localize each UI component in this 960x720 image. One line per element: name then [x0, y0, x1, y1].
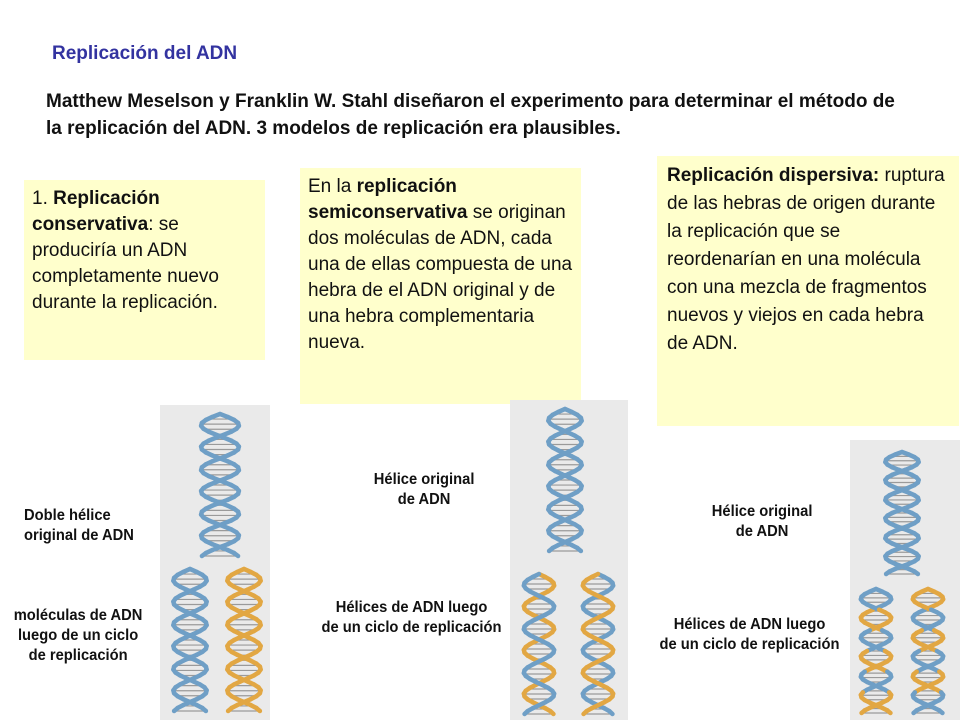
dispersive-text: ruptura de las hebras de origen durante …: [667, 165, 945, 354]
conservative-new-helix: [225, 566, 263, 714]
semiconservative-original-helix: [546, 406, 584, 554]
semiconservative-daughter-helix-1: [521, 571, 557, 717]
strand-b-segment: [546, 545, 555, 554]
semiconservative-model-box: En la replicación semiconservativa se or…: [300, 168, 581, 404]
semiconservative-text: se originan dos moléculas de ADN, cada u…: [308, 202, 573, 353]
strand-a-segment: [607, 708, 615, 717]
strand-a-segment: [912, 569, 921, 577]
conservative-after-caption: moléculas de ADN luego de un ciclo de re…: [13, 607, 143, 664]
strand-b-segment: [199, 550, 209, 559]
semiconservative-prefix: En la: [308, 176, 357, 197]
semiconservative-after-caption: Hélices de ADN luego de un ciclo de repl…: [321, 599, 502, 636]
strand-a-segment: [548, 708, 556, 717]
dispersive-original-caption: Hélice original de ADN: [711, 503, 813, 540]
strand-b-segment: [859, 708, 867, 716]
dispersive-daughter-helix-2: [910, 586, 946, 716]
conservative-term: Replicación conservativa: [32, 188, 160, 235]
strand-b-segment: [171, 705, 180, 714]
dispersive-after-caption: Hélices de ADN luego de un ciclo de repl…: [659, 616, 840, 653]
strand-a-segment: [200, 705, 209, 714]
semiconservative-term: replicación semiconservativa: [308, 176, 468, 223]
conservative-text: : se produciría un ADN completamente nue…: [32, 214, 219, 313]
dispersive-term: Replicación dispersiva:: [667, 165, 880, 186]
dispersive-model-box: Replicación dispersiva: ruptura de las h…: [657, 156, 959, 426]
strand-b-segment: [581, 708, 589, 717]
intro-paragraph: Matthew Meselson y Franklin W. Stahl dis…: [46, 91, 895, 139]
strand-a-segment: [575, 545, 584, 554]
strand-a-segment: [254, 705, 263, 714]
conservative-original-caption: Doble hélice original de ADN: [24, 507, 134, 544]
strand-b-segment: [883, 569, 892, 577]
semiconservative-original-caption: Hélice original de ADN: [373, 471, 475, 508]
strand-a-segment: [885, 708, 893, 716]
strand-b-segment: [911, 708, 919, 716]
dispersive-daughter-helix-1: [858, 586, 894, 716]
conservative-original-helix: [198, 411, 242, 559]
strand-b-segment: [522, 708, 530, 717]
strand-a-segment: [231, 550, 241, 559]
dispersive-original-helix: [883, 449, 921, 577]
strand-a-segment: [937, 708, 945, 716]
conservative-model-box: 1. Replicación conservativa: se producir…: [24, 180, 265, 360]
conservative-prefix: 1.: [32, 188, 54, 209]
strand-b-segment: [225, 705, 234, 714]
conservative-old-helix: [171, 566, 209, 714]
semiconservative-daughter-helix-2: [580, 571, 616, 717]
page-title: Replicación del ADN: [52, 43, 238, 64]
